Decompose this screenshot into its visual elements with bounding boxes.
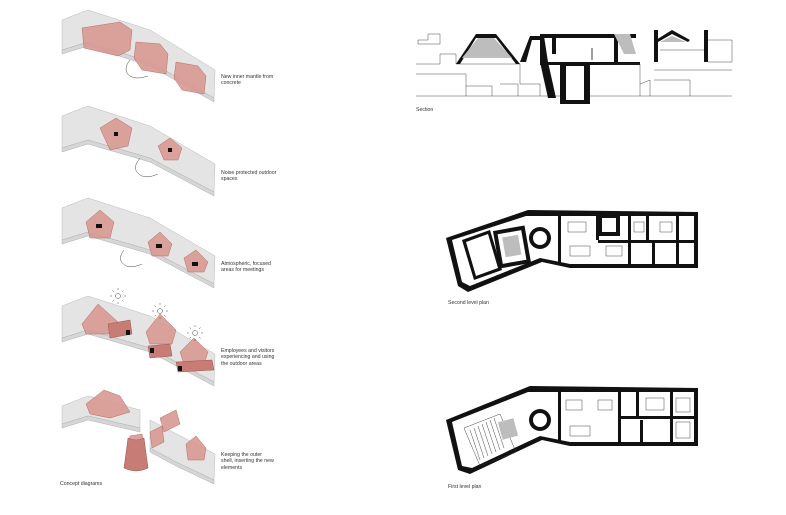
concept-diagram-5 (61, 389, 216, 485)
people-icon (150, 348, 154, 353)
section-drawing (416, 30, 733, 104)
first-level-caption: First level plan (448, 484, 482, 490)
caption-outdoor-use: Employees and visitors experiencing and … (221, 348, 275, 367)
concept-diagrams-title: Concept diagrams (60, 481, 103, 487)
caption-inner-mantle: New inner mantle from concrete (221, 74, 274, 87)
concept-diagram-2 (61, 105, 216, 197)
sun-icon (187, 325, 203, 341)
caption-outer-shell: Keeping the outer shell, inserting the n… (221, 452, 274, 471)
concept-diagram-1 (61, 9, 216, 103)
concept-diagram-3 (61, 197, 216, 289)
people-icon (178, 366, 182, 371)
people-icon (156, 244, 162, 248)
caption-noise-protected: Noise protected outdoor spaces (221, 170, 277, 183)
sun-icon (152, 303, 168, 319)
people-icon (192, 262, 198, 266)
people-icon (168, 148, 172, 152)
people-icon (114, 132, 118, 136)
second-level-caption: Second level plan (448, 300, 489, 306)
caption-meeting-areas: Atmospheric, focused areas for meetings (221, 261, 271, 274)
second-level-plan (446, 210, 698, 292)
sun-icon (110, 288, 126, 304)
concept-diagram-4 (61, 288, 216, 387)
people-icon (126, 330, 130, 335)
people-icon (96, 224, 102, 228)
first-level-plan (446, 386, 698, 474)
section-caption: Section (416, 107, 434, 113)
